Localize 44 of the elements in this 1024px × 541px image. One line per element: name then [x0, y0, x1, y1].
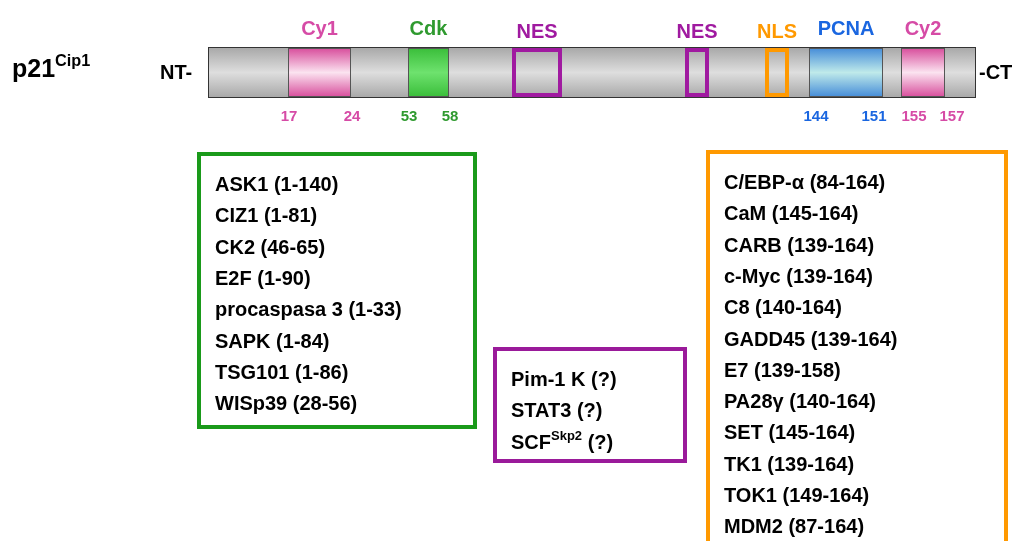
- interactor-entry: CaM (145-164): [724, 201, 859, 226]
- residue-number: 151: [861, 107, 887, 124]
- interactor-entry: procaspasa 3 (1-33): [215, 297, 402, 322]
- domain-label: Cy1: [301, 17, 338, 40]
- interactor-entry: CIZ1 (1-81): [215, 203, 318, 228]
- interactor-entry: PA28γ (140-164): [724, 389, 876, 414]
- interactor-entry: E2F (1-90): [215, 265, 311, 290]
- domain-label: NES: [516, 20, 558, 43]
- domain-label: Cdk: [409, 17, 448, 40]
- interactor-box: [197, 152, 477, 429]
- residue-number: 17: [280, 107, 298, 124]
- domain-label: Cy2: [904, 17, 942, 40]
- interactor-entry: TK1 (139-164): [724, 451, 855, 476]
- interactor-entry: WISp39 (28-56): [215, 391, 358, 416]
- interactor-entry: SAPK (1-84): [215, 328, 330, 353]
- domain-label: NES: [676, 20, 718, 43]
- protein-title: p21$^{Cip1}$: [12, 54, 91, 83]
- residue-number: 53: [400, 107, 418, 124]
- interactor-entry: E7 (139-158): [724, 357, 841, 382]
- interactor-entry: C8 (140-164): [724, 295, 842, 320]
- interactor-entry: CK2 (46-65): [215, 234, 326, 259]
- interactor-entry: Pim-1 K (?): [511, 367, 617, 391]
- interactor-entry: ASK1 (1-140): [215, 172, 339, 196]
- interactor-entry: CARB (139-164): [724, 232, 875, 257]
- residue-number: 157: [939, 107, 965, 124]
- terminus-label: NT-: [160, 61, 193, 84]
- domain-label: NLS: [757, 20, 797, 43]
- terminus-label: -CT: [979, 61, 1013, 84]
- interactor-entry: c-Myc (139-164): [724, 263, 873, 288]
- residue-number: 144: [803, 107, 829, 124]
- residue-number: 24: [343, 107, 361, 124]
- interactor-entry: TSG101 (1-86): [215, 359, 349, 384]
- domain-label: PCNA: [817, 17, 875, 40]
- residue-number: 155: [901, 107, 927, 124]
- interactor-entry: GADD45 (139-164): [724, 326, 898, 351]
- residue-number: 58: [441, 107, 459, 124]
- interactor-entry: TOK1 (149-164): [724, 483, 870, 507]
- interactor-box: [493, 347, 687, 463]
- interactor-box: [706, 150, 1008, 541]
- interactor-entry: C/EBP-α (84-164): [724, 170, 886, 194]
- interactor-entry: STAT3 (?): [511, 398, 603, 423]
- interactor-entry: SCF$^{Skp2}$ (?): [511, 429, 614, 454]
- interactor-entry: SET (145-164): [724, 420, 856, 445]
- interactor-entry: MDM2 (87-164): [724, 514, 865, 539]
